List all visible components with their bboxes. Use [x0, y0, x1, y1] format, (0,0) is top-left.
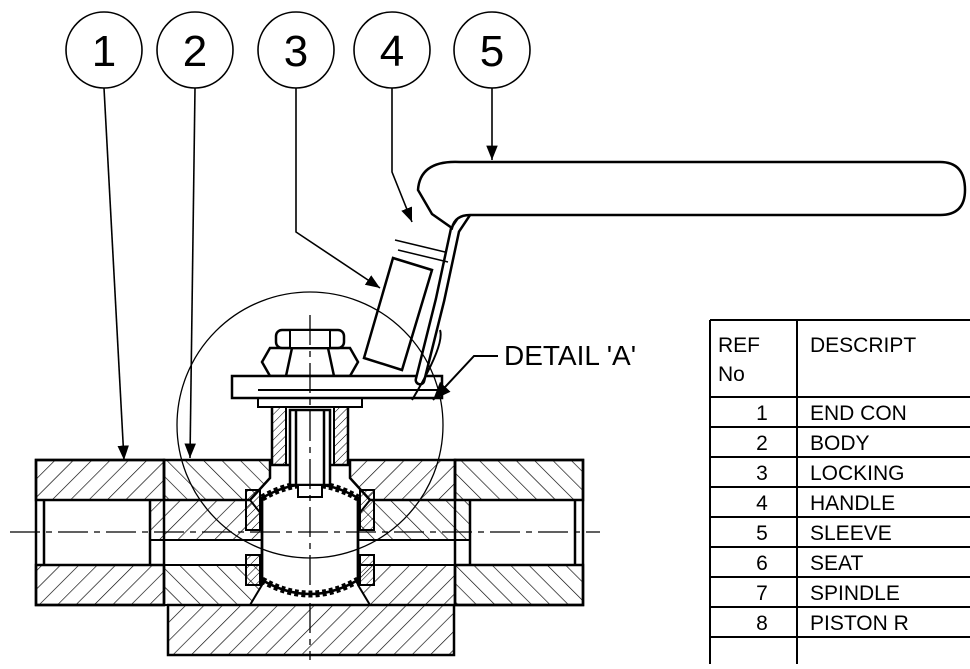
balloon-1: [65, 11, 143, 461]
row-ref: 1: [756, 402, 768, 425]
balloon-2-number: 2: [183, 27, 207, 76]
table-row: 7 SPINDLE: [756, 582, 900, 605]
row-description: END CON: [810, 402, 907, 425]
balloon-5: [453, 11, 531, 160]
table-row: 8 PISTON R: [756, 612, 909, 635]
handle-plate: [230, 374, 444, 400]
row-ref: 3: [756, 462, 768, 485]
detail-a-circle: [176, 291, 444, 559]
table-row: 2 BODY: [756, 432, 869, 455]
row-description: PISTON R: [810, 612, 909, 635]
balloon-4-number: 4: [380, 27, 404, 76]
balloon-5-number: 5: [480, 27, 504, 76]
table-row: 1 END CON: [756, 402, 907, 425]
valve-body-section: [34, 458, 585, 657]
table-row: 4 HANDLE: [756, 492, 895, 515]
table-row: 5 SLEEVE: [756, 522, 892, 545]
row-ref: 8: [756, 612, 768, 635]
table-row: 3 LOCKING: [756, 462, 904, 485]
table-header-no: No: [718, 363, 745, 386]
balloon-3-number: 3: [284, 27, 308, 76]
parts-table: REF No DESCRIPT 1 END CON 2 BODY 3 LOCKI…: [709, 319, 970, 664]
right-end-connector-top: [453, 458, 585, 502]
row-description: BODY: [810, 432, 870, 455]
table-header-ref: REF: [718, 334, 760, 357]
row-ref: 6: [756, 552, 768, 575]
balloon-3: [257, 11, 381, 289]
locking-sleeve: [362, 256, 434, 372]
left-end-connector-bottom: [34, 563, 166, 607]
row-description: LOCKING: [810, 462, 905, 485]
seat-right: [359, 489, 375, 531]
left-end-connector-top: [34, 458, 166, 502]
table-header-description: DESCRIPT: [810, 334, 916, 357]
detail-a-label: DETAIL 'A': [504, 340, 636, 371]
balloon-2: [156, 11, 234, 459]
row-ref: 4: [756, 492, 768, 515]
handle-assembly: [230, 160, 967, 401]
table-row: 6 SEAT: [756, 552, 863, 575]
centre-lines: [10, 315, 600, 660]
handle-lever: [416, 160, 967, 231]
balloon-1-number: 1: [92, 27, 116, 76]
balloon-callouts: [65, 11, 531, 461]
row-description: SEAT: [810, 552, 863, 575]
right-end-connector-bottom: [453, 563, 585, 607]
row-description: SPINDLE: [810, 582, 900, 605]
balloon-4: [353, 11, 431, 223]
detail-a-leader: [432, 355, 498, 401]
row-ref: 7: [756, 582, 768, 605]
body-lower: [166, 603, 456, 657]
seat-left: [245, 489, 261, 531]
balloon-numbers: 1 2 3 4 5: [92, 27, 504, 76]
row-description: HANDLE: [810, 492, 895, 515]
row-description: SLEEVE: [810, 522, 892, 545]
row-ref: 2: [756, 432, 768, 455]
row-ref: 5: [756, 522, 768, 545]
